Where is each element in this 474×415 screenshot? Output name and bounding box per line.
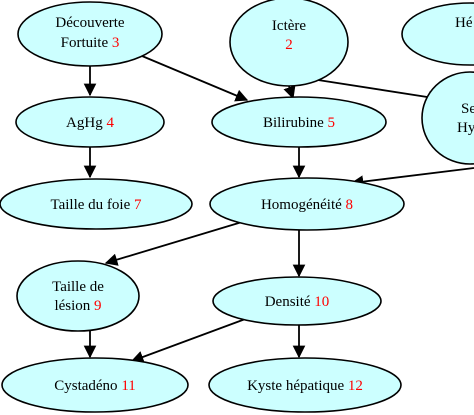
node-label: lésion 9 bbox=[54, 298, 101, 314]
node-number: 2 bbox=[285, 37, 293, 53]
edge-se-homogeneite bbox=[350, 167, 474, 188]
node-number: 5 bbox=[328, 115, 336, 131]
edge-decouverte-bilirubine bbox=[141, 55, 249, 102]
node-number: 9 bbox=[94, 298, 102, 314]
node-hepat-partial: Hé bbox=[401, 2, 474, 66]
node-se-partial: Se Hy bbox=[421, 71, 474, 165]
node-label: Densité 10 bbox=[265, 294, 330, 310]
node-number: 10 bbox=[314, 294, 329, 310]
node-label: Kyste hépatique 12 bbox=[247, 378, 363, 394]
node-homogeneite: Homogénéité 8 bbox=[209, 177, 405, 231]
node-kyste-hepatique: Kyste hépatique 12 bbox=[208, 357, 402, 413]
edge-densite-cystadeno bbox=[130, 317, 249, 363]
node-label: Hé bbox=[455, 15, 473, 31]
node-label: Taille de bbox=[52, 279, 104, 295]
node-label: Taille du foie 7 bbox=[50, 197, 142, 213]
node-label: Hy bbox=[457, 120, 474, 136]
edge-ictere-bilirubine bbox=[283, 85, 296, 100]
node-number: 4 bbox=[106, 115, 114, 131]
edge-ictere-se bbox=[317, 79, 442, 104]
node-aghg: AgHg 4 bbox=[15, 96, 165, 148]
node-number: 3 bbox=[112, 35, 120, 51]
node-label: Homogénéité 8 bbox=[261, 197, 353, 213]
node-number: 7 bbox=[134, 197, 142, 213]
node-bilirubine: Bilirubine 5 bbox=[211, 96, 387, 148]
node-label: Se bbox=[461, 101, 474, 117]
node-number: 11 bbox=[121, 378, 135, 394]
edge-homogeneite-taille-lesion bbox=[104, 221, 243, 266]
node-taille-du-foie: Taille du foie 7 bbox=[0, 178, 193, 230]
node-decouverte-fortuite: Découverte Fortuite 3 bbox=[17, 1, 163, 67]
node-label: AgHg 4 bbox=[66, 115, 114, 131]
node-number: 8 bbox=[346, 197, 354, 213]
node-cystadeno: Cystadéno 11 bbox=[1, 357, 189, 413]
node-label: Ictère bbox=[272, 18, 306, 34]
node-label: Découverte bbox=[55, 15, 124, 31]
node-taille-de-lesion: Taille de lésion 9 bbox=[16, 260, 140, 332]
node-ictere: Ictère 2 bbox=[229, 0, 349, 87]
node-label: Fortuite 3 bbox=[61, 35, 120, 51]
node-densite: Densité 10 bbox=[212, 276, 382, 326]
node-label: Bilirubine 5 bbox=[263, 115, 335, 131]
edges bbox=[83, 55, 474, 363]
node-label: Cystadéno 11 bbox=[54, 378, 136, 394]
node-number: 12 bbox=[348, 378, 363, 394]
